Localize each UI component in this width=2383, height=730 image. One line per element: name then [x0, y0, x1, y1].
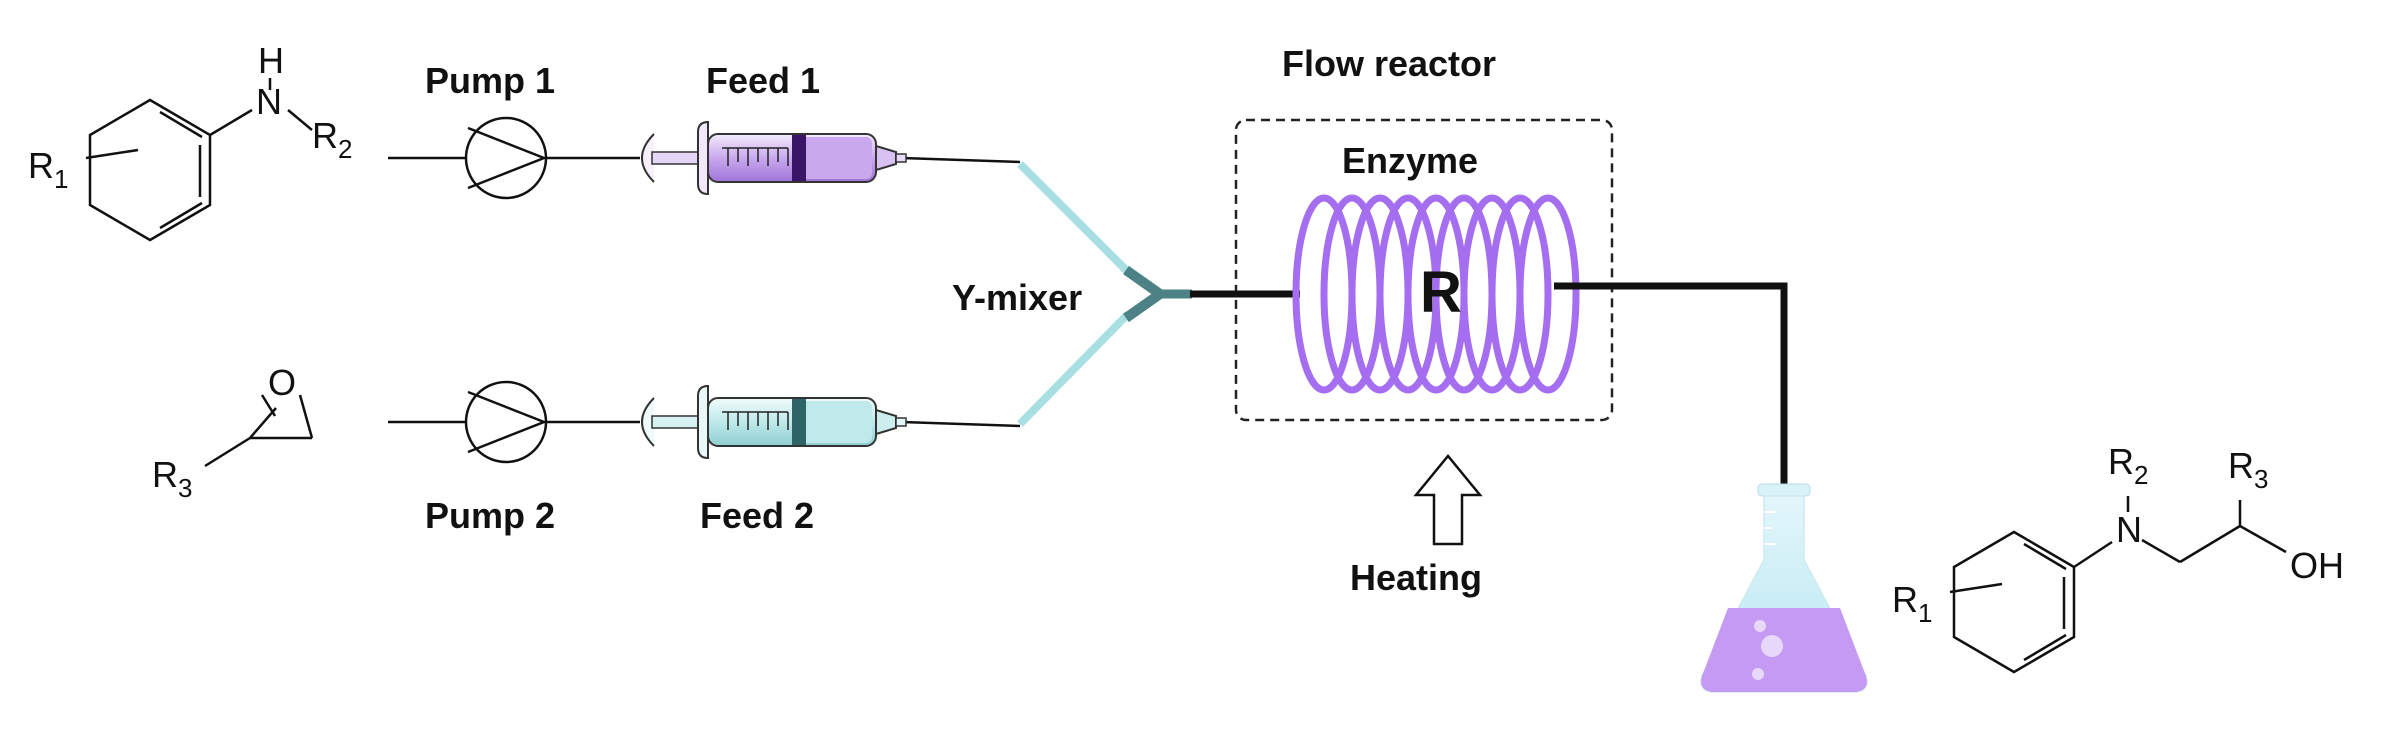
- product-n-atom: N: [2116, 509, 2142, 550]
- product-ch2-to-ch-bond: [2179, 524, 2241, 564]
- pump-2-label: Pump 2: [425, 495, 555, 536]
- coil-loop-8: [1488, 194, 1552, 394]
- flask-bubble-1: [1761, 635, 1783, 657]
- product-r3-group: R3: [2228, 445, 2268, 494]
- feed-1-thumb-rest: [641, 133, 655, 183]
- feed-2-liquid: [800, 401, 872, 443]
- epoxide-r3-letter: R: [152, 454, 178, 495]
- epoxide-o-atom: O: [268, 362, 296, 403]
- flask-liquid: [1701, 608, 1867, 692]
- feed-2-plunger-seal: [792, 399, 806, 445]
- feed-1-plunger-seal: [792, 135, 806, 181]
- flask-rim: [1757, 483, 1811, 497]
- product-r1-substituent-bond: [1949, 582, 2003, 594]
- line-feed1-to-mixer: [901, 156, 1021, 164]
- product-r2-letter: R: [2108, 441, 2134, 482]
- reactor-letter: R: [1420, 260, 1462, 325]
- y-mixer-label: Y-mixer: [952, 277, 1082, 318]
- feed-1-liquid: [800, 137, 872, 179]
- amine-r1-group: R1: [28, 145, 68, 194]
- flask-bubble-2: [1754, 620, 1766, 632]
- feed-2-graduations: [722, 411, 789, 430]
- feed-1-label: Feed 1: [706, 60, 820, 101]
- flow-reactor-box: [1234, 118, 1614, 422]
- amine-r1-subscript: 1: [54, 164, 68, 194]
- flask-bubble-3: [1752, 668, 1764, 680]
- epoxide-reactant: [204, 394, 314, 468]
- product-ch-to-oh-bond: [2239, 524, 2287, 554]
- pump-2: [464, 380, 548, 464]
- syringe-feed-1: [641, 120, 907, 196]
- amine-r1-substituent-bond: [85, 148, 139, 160]
- feed-1-nozzle: [895, 153, 907, 163]
- y-mixer: [1017, 161, 1192, 427]
- feed-2-finger-flange: [697, 384, 709, 460]
- syringe-feed-2: [641, 384, 907, 460]
- feed-2-thumb-rest: [641, 397, 655, 447]
- epoxide-r3-subscript: 3: [178, 473, 192, 503]
- product-r1-group: R1: [1892, 579, 1932, 628]
- pump-1-label: Pump 1: [425, 60, 555, 101]
- product-r1-subscript: 1: [1918, 598, 1932, 628]
- pump-1: [464, 116, 548, 200]
- amine-r2-letter: R: [312, 115, 338, 156]
- feed-2-nozzle: [895, 417, 907, 427]
- feed-1-finger-flange: [697, 120, 709, 196]
- product-structure: [1949, 496, 2287, 674]
- amine-benzene-ring: [88, 98, 212, 242]
- amine-r2-subscript: 2: [338, 134, 352, 164]
- epoxide-r3-group: R3: [152, 454, 192, 503]
- product-r2-group: R2: [2108, 441, 2148, 490]
- epoxide-r3-bond: [204, 436, 251, 468]
- product-benzene-ring: [1952, 530, 2076, 674]
- amine-reactant: [85, 78, 313, 242]
- feed-2-label: Feed 2: [700, 495, 814, 536]
- heating-arrow-icon: [1413, 454, 1483, 546]
- flow-reactor-label: Flow reactor: [1282, 43, 1496, 84]
- amine-r1-letter: R: [28, 145, 54, 186]
- amine-r2-group: R2: [312, 115, 352, 164]
- feed-1-graduations: [722, 147, 789, 166]
- product-ring-to-n-bond: [2073, 540, 2113, 569]
- product-r2-subscript: 2: [2134, 460, 2148, 490]
- amine-n-to-r2-bond: [287, 109, 313, 131]
- coil-loop-9: [1516, 194, 1580, 394]
- enzyme-label: Enzyme: [1342, 140, 1478, 181]
- product-r3-letter: R: [2228, 445, 2254, 486]
- amine-h-atom: H: [258, 40, 284, 81]
- heating-label: Heating: [1350, 557, 1482, 598]
- mixer-junction: [1123, 265, 1169, 323]
- line-feed2-to-mixer: [901, 420, 1021, 428]
- feed-lines: [388, 156, 1021, 428]
- line-reactor-to-flask: [1554, 282, 1788, 484]
- mixer-inlet-top: [1017, 161, 1131, 275]
- amine-n-atom: N: [256, 81, 282, 122]
- feed-2-tip: [875, 408, 897, 436]
- feed-1-tip: [875, 144, 897, 172]
- product-oh-group: OH: [2290, 545, 2344, 586]
- amine-ring-to-n-bond: [209, 108, 253, 137]
- product-r3-subscript: 3: [2254, 464, 2268, 494]
- product-n-to-ch2-bond: [2141, 538, 2181, 564]
- reactor-coil: [1292, 194, 1580, 394]
- mixer-inlet-bottom: [1017, 311, 1131, 427]
- product-r1-letter: R: [1892, 579, 1918, 620]
- collection-flask-icon: [1700, 483, 1868, 693]
